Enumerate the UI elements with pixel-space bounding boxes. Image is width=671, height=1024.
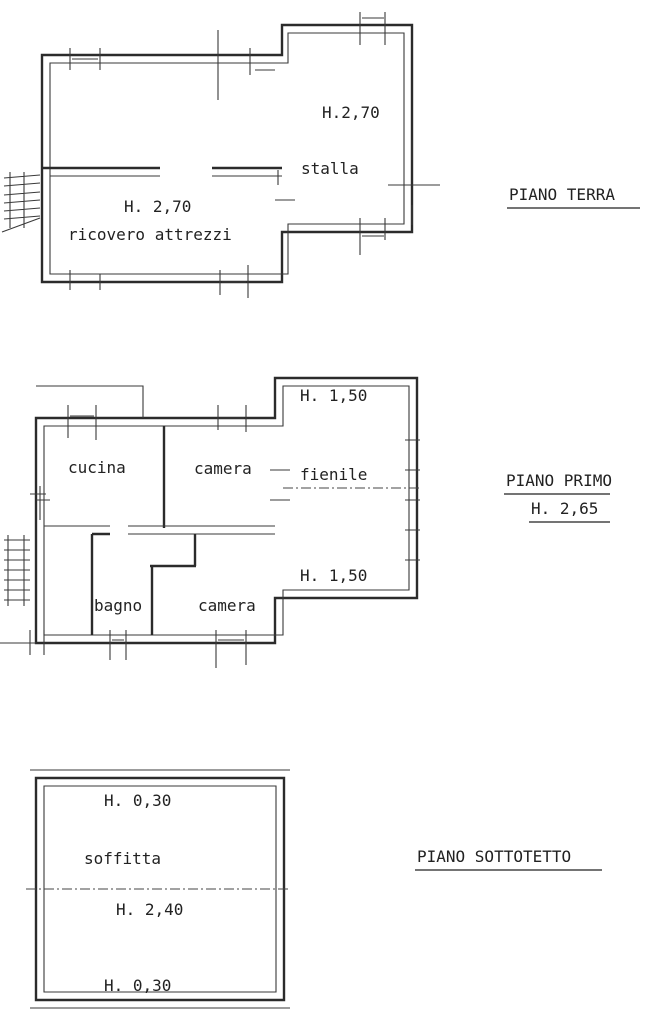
first-floor-title: PIANO PRIMO xyxy=(506,471,612,490)
window-mark xyxy=(219,265,249,298)
partition-bagno-camera xyxy=(150,534,197,635)
first-floor-inner-wall xyxy=(43,385,410,636)
first-floor-outer-wall xyxy=(34,376,419,645)
exterior-stairs xyxy=(4,535,30,606)
window-mark xyxy=(69,270,101,290)
window-mark xyxy=(359,218,386,255)
window-mark xyxy=(109,630,127,660)
ground-floor-inner-wall xyxy=(49,32,405,275)
attic-height-bottom-label: H. 0,30 xyxy=(104,976,171,995)
exterior-stairs xyxy=(1,172,41,233)
attic-inner-wall xyxy=(43,785,277,993)
camera-top-room-label: camera xyxy=(194,459,252,478)
stalla-height-label: H.2,70 xyxy=(322,103,380,122)
door-mark xyxy=(275,170,295,201)
stalla-room-label: stalla xyxy=(301,159,359,178)
window-mark xyxy=(359,12,386,45)
camera-bottom-room-label: camera xyxy=(198,596,256,615)
door-mark xyxy=(388,140,440,225)
attic-height-middle-label: H. 2,40 xyxy=(116,900,183,919)
ricovero-height-label: H. 2,70 xyxy=(124,197,191,216)
bagno-room-label: bagno xyxy=(94,596,142,615)
fienile-room-label: fienile xyxy=(300,465,367,484)
ricovero-room-label: ricovero attrezzi xyxy=(68,225,232,244)
window-mark xyxy=(215,630,247,668)
attic-outer-wall xyxy=(34,776,286,1002)
fienile-height-bottom-label: H. 1,50 xyxy=(300,566,367,585)
ground-floor-plan: H.2,70 stalla H. 2,70 ricovero attrezzi … xyxy=(1,12,640,298)
window-mark xyxy=(217,30,275,100)
window-mark xyxy=(67,405,97,440)
window-mark xyxy=(217,405,247,432)
first-floor-height: H. 2,65 xyxy=(531,499,598,518)
first-floor-plan: cucina camera bagno camera fienile H. 1,… xyxy=(0,376,612,668)
soffitta-room-label: soffitta xyxy=(84,849,161,868)
fienile-height-top-label: H. 1,50 xyxy=(300,386,367,405)
window-mark xyxy=(30,486,50,520)
cucina-room-label: cucina xyxy=(68,458,126,477)
partition-bagno xyxy=(90,532,110,635)
ground-floor-outer-wall xyxy=(40,23,414,284)
attic-floor-title: PIANO SOTTOTETTO xyxy=(417,847,571,866)
wall-ticks xyxy=(405,439,420,561)
window-mark xyxy=(69,48,101,70)
ground-floor-title: PIANO TERRA xyxy=(509,185,615,204)
attic-height-top-label: H. 0,30 xyxy=(104,791,171,810)
attic-floor-plan: H. 0,30 soffitta H. 2,40 H. 0,30 PIANO S… xyxy=(26,769,602,1009)
